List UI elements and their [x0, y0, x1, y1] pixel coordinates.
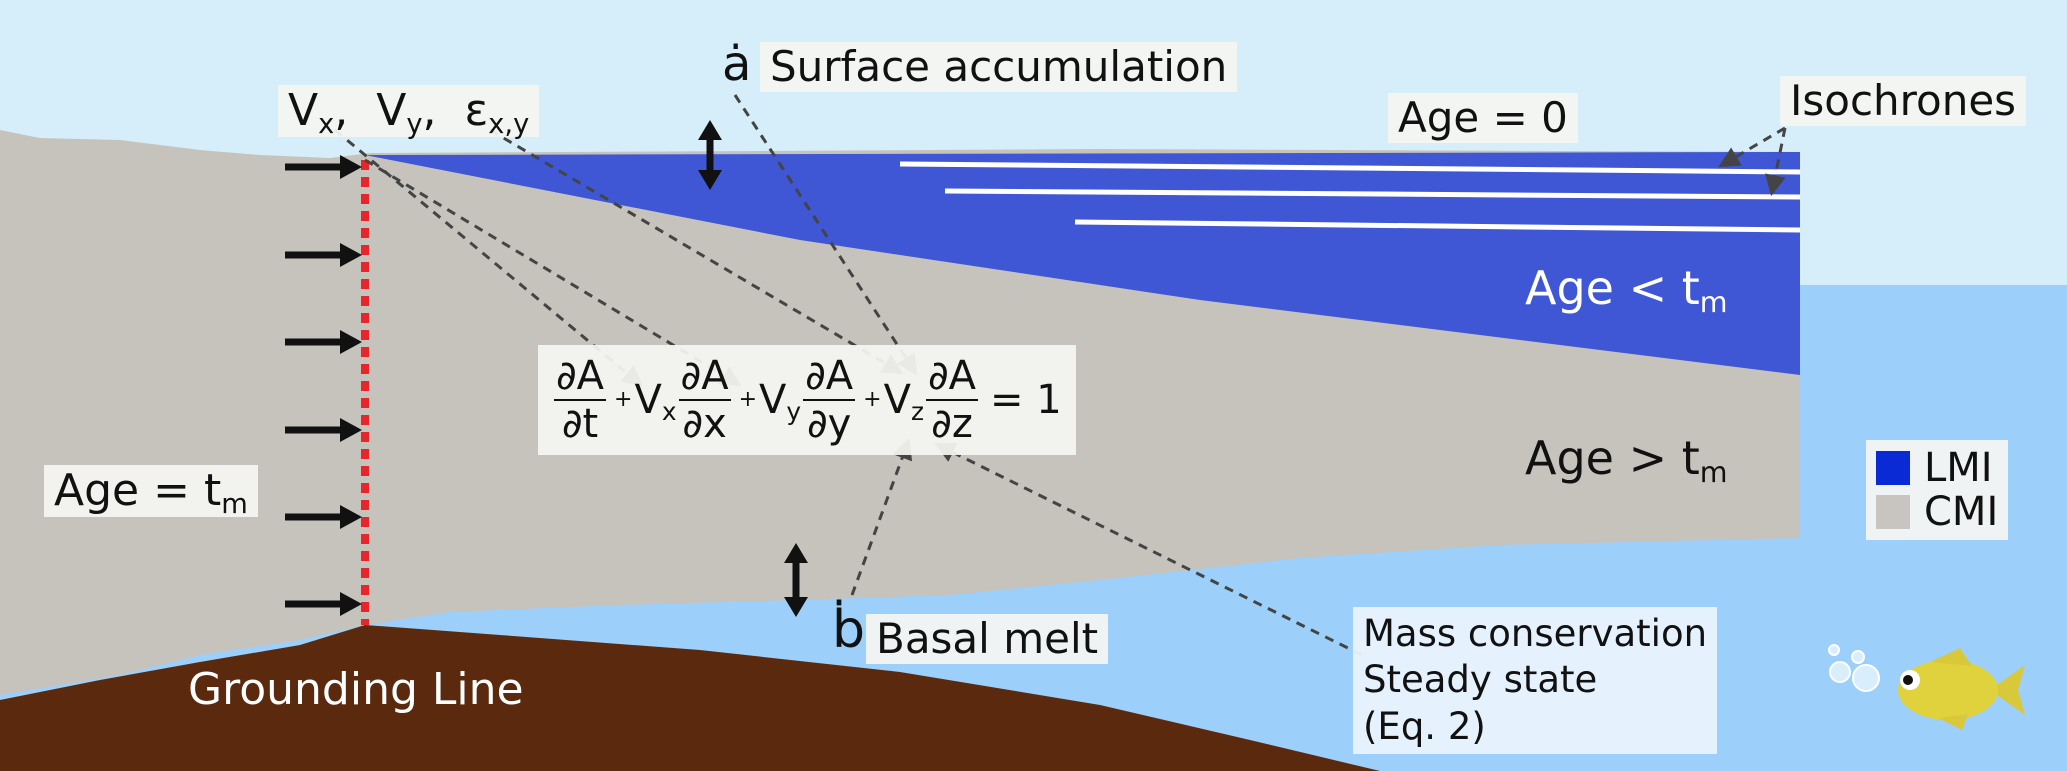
basal-melt-label: Basal melt	[866, 614, 1109, 664]
isochrone-line	[944, 188, 1801, 200]
z-derivative: ∂A∂z	[925, 353, 979, 447]
equation-reference-line: (Eq. 2)	[1363, 704, 1486, 748]
flow-arrow-icon	[285, 330, 362, 354]
vx-label: Vx,	[288, 85, 349, 140]
surface-accumulation-symbol: ȧ	[722, 36, 752, 92]
flow-arrow-icon	[285, 592, 362, 616]
bedrock	[0, 625, 1380, 771]
mass-conservation-note: Mass conservation Steady state (Eq. 2)	[1353, 607, 1718, 754]
legend-label-cmi: CMI	[1924, 489, 1999, 535]
flow-arrow-icon	[285, 418, 362, 442]
double-arrow-icon	[784, 543, 808, 617]
lmi-layer	[365, 152, 1800, 375]
isochrone-line	[1074, 219, 1801, 233]
flow-arrow-icon	[285, 505, 362, 529]
vy-label: Vy,	[376, 85, 437, 140]
legend-swatch-cmi	[1876, 495, 1910, 529]
leader-arrows	[334, 94, 1787, 657]
surface-accumulation-label: Surface accumulation	[760, 42, 1238, 92]
legend-label-lmi: LMI	[1924, 445, 1993, 491]
mass-conservation-line: Mass conservation	[1363, 612, 1708, 655]
legend: LMI CMI	[1866, 440, 2009, 540]
flow-arrow-icon	[285, 155, 362, 179]
fish-icon	[1898, 648, 2025, 730]
time-derivative: ∂A∂t	[554, 353, 607, 447]
x-derivative: ∂A∂x	[678, 353, 731, 447]
grounding-line-label: Grounding Line	[188, 664, 524, 715]
legend-swatch-lmi	[1876, 451, 1910, 485]
flow-arrow-icon	[285, 243, 362, 267]
equation-rhs: = 1	[990, 377, 1062, 423]
velocity-strain-label: Vx, Vy, εx,y	[278, 85, 540, 140]
bubble-icon	[1852, 664, 1880, 692]
bubble-icon	[1828, 644, 1840, 656]
age-zero-label: Age = 0	[1388, 93, 1578, 143]
y-derivative: ∂A∂y	[803, 353, 856, 447]
bubble-icon	[1851, 650, 1865, 664]
bubble-icon	[1829, 661, 1851, 683]
basal-melt-symbol: ḃ	[832, 600, 866, 660]
age-equals-tm-label: Age = tm	[44, 465, 258, 518]
isochrone-line	[899, 161, 1801, 175]
isochrones-label: Isochrones	[1780, 76, 2027, 126]
strain-label: εx,y	[464, 85, 530, 140]
age-less-than-tm-label: Age < tm	[1525, 261, 1728, 319]
age-equation: ∂A∂t+Vx∂A∂x+Vy∂A∂y+Vz∂A∂z= 1	[538, 345, 1076, 455]
steady-state-line: Steady state	[1363, 658, 1598, 702]
double-arrow-icon	[698, 120, 722, 190]
legend-item-lmi: LMI	[1876, 446, 1998, 490]
age-greater-than-tm-label: Age > tm	[1525, 431, 1728, 489]
legend-item-cmi: CMI	[1876, 490, 1998, 534]
